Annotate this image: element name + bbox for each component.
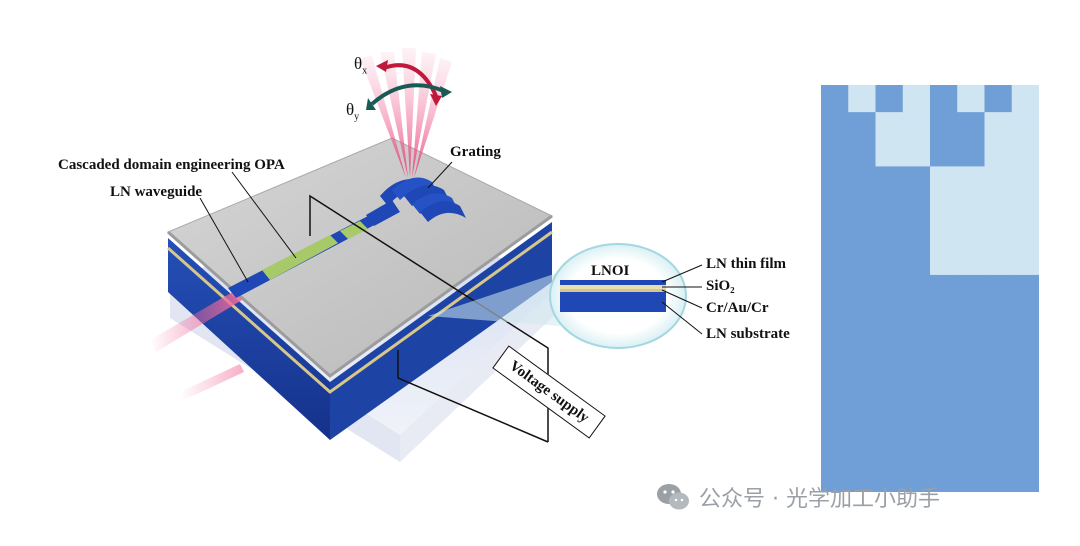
- cr-leader: [661, 289, 703, 309]
- watermark: 公众号 · 光学加工小助手: [655, 481, 940, 513]
- ln-thin-film-label: LN thin film: [706, 256, 787, 272]
- theta-y-arrowtail: [366, 98, 376, 110]
- zoom-cone: [428, 272, 560, 326]
- matrix-cell: [821, 112, 849, 167]
- matrix-cell: [875, 85, 904, 113]
- waveguide-leader: [199, 197, 249, 283]
- cr-au-cr-label: Cr/Au/Cr: [706, 300, 769, 316]
- matrix-cell: [1011, 274, 1039, 492]
- theta-x-label: θx: [354, 54, 368, 77]
- matrix-cell: [848, 166, 876, 276]
- lnoi-substrate-layer: [560, 292, 666, 312]
- chip-front-face: [168, 238, 330, 440]
- matrix-cell: [930, 274, 958, 492]
- matrix-cell: [848, 112, 876, 167]
- matrix-cell: [984, 166, 1013, 276]
- cascaded-opa-label: Cascaded domain engineering OPA: [58, 157, 285, 173]
- ln-waveguide-label: LN waveguide: [110, 184, 203, 200]
- input-beam: [150, 290, 242, 352]
- lnoi-thin-film-layer: [560, 280, 666, 285]
- theta-y-arrow: [370, 83, 447, 106]
- grating-structure: [380, 177, 466, 222]
- matrix-cell: [821, 166, 849, 276]
- ln-substrate-label: LN substrate: [706, 326, 790, 342]
- wechat-icon: [657, 484, 689, 510]
- lnoi-metal-layer: [560, 289, 666, 292]
- theta-y-label: θy: [346, 100, 360, 123]
- matrix-cell: [1011, 166, 1039, 276]
- matrix-cell: [957, 274, 985, 492]
- voltage-wire-bottom: [397, 350, 549, 443]
- waveguide-green-section: [262, 235, 338, 280]
- sio2-label: SiO₂: [706, 278, 735, 294]
- input-beam-lower: [180, 364, 244, 400]
- lnoi-label: LNOI: [591, 263, 630, 279]
- matrix-cell: [875, 112, 904, 167]
- matrix-cell: [957, 112, 985, 167]
- matrix-cell: [1011, 112, 1039, 167]
- matrix-cell: [902, 112, 931, 167]
- matrix-cell: [821, 274, 849, 492]
- matrix-cell: [984, 274, 1013, 492]
- matrix-cell: [902, 85, 931, 113]
- grating-leader: [427, 161, 453, 189]
- theta-x-arrowhead: [430, 94, 442, 106]
- matrix-cell: [875, 274, 904, 492]
- matrix-cell: [957, 166, 985, 276]
- lnoi-sio2-layer: [560, 285, 666, 289]
- matrix-cell: [984, 112, 1013, 167]
- matrix-cell: [848, 85, 876, 113]
- watermark-text: 公众号 · 光学加工小助手: [699, 487, 940, 512]
- waveguide-green-section-2: [340, 221, 368, 239]
- matrix-cell: [821, 85, 849, 113]
- thin-film-leader: [661, 264, 703, 283]
- theta-x-arrowtail: [376, 60, 388, 72]
- chip-top-edge: [167, 214, 553, 378]
- matrix-cell: [930, 85, 958, 113]
- matrix-cell: [984, 85, 1013, 113]
- matrix-cell: [930, 166, 958, 276]
- matrix-cell: [902, 166, 931, 276]
- chip-right-face: [330, 222, 552, 440]
- matrix-cell: [930, 112, 958, 167]
- waveguide-taper: [366, 200, 400, 226]
- matrix-cell: [875, 166, 904, 276]
- walsh-matrix-panel: [821, 85, 1039, 492]
- cascaded-leader: [231, 171, 297, 259]
- substrate-leader: [661, 301, 703, 335]
- grating-label: Grating: [450, 144, 501, 160]
- theta-y-arrowhead: [440, 86, 452, 98]
- matrix-cell: [848, 274, 876, 492]
- matrix-cell: [957, 85, 985, 113]
- matrix-cell: [1011, 85, 1039, 113]
- metal-line: [167, 230, 553, 394]
- matrix-cell: [902, 274, 931, 492]
